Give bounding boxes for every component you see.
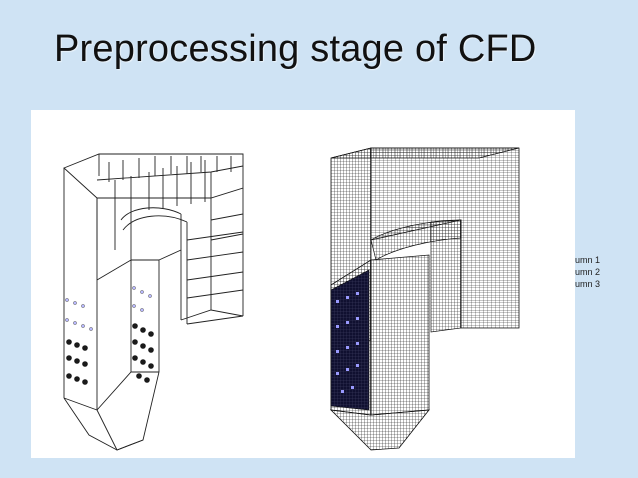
slide-title: Preprocessing stage of CFD: [54, 28, 537, 70]
legend-item-1: umn 1: [575, 255, 601, 265]
meshed-model: [329, 147, 520, 451]
wireframe-model: [63, 153, 244, 451]
injector-ports-wireframe: [65, 286, 154, 385]
legend-item-3: umn 3: [575, 279, 601, 289]
legend-item-2: umn 2: [575, 267, 601, 277]
cfd-geometry-drawings: [63, 147, 520, 451]
injector-ports-mesh: [336, 292, 359, 393]
cfd-figure: umn 1 umn 2 umn 3: [31, 110, 600, 458]
